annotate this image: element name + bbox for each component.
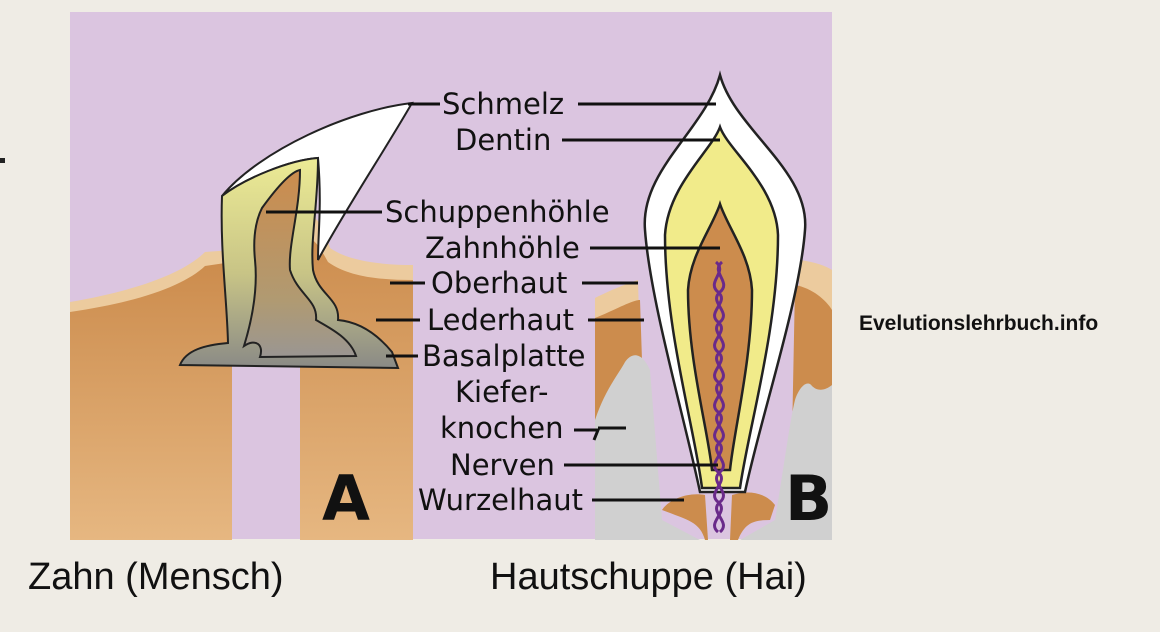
jaw-bone-left [595, 355, 700, 540]
labels: Schmelz Dentin Schuppenhöhle Zahnhöhle O… [385, 87, 610, 517]
label-wurzelhaut: Wurzelhaut [418, 483, 583, 517]
label-nerven: Nerven [450, 448, 555, 482]
dermis-a-left [70, 262, 232, 540]
label-lederhaut: Lederhaut [427, 303, 574, 337]
label-schmelz: Schmelz [442, 87, 564, 121]
label-kiefer-line1: Kiefer- [455, 375, 549, 409]
label-kiefer-line2: knochen [440, 411, 563, 445]
caption-human-tooth: Zahn (Mensch) [28, 556, 284, 598]
root-membrane-b [662, 492, 775, 540]
jaw-bone-right [740, 383, 832, 540]
leader-lines [266, 102, 720, 502]
leader-kieferknochen-1 [574, 428, 601, 441]
label-zahnhoehle: Zahnhöhle [425, 231, 580, 265]
panel-b-tooth [595, 70, 832, 540]
bullet-dot [0, 158, 5, 163]
panel-a-letter: A [322, 462, 370, 535]
label-basalplatte: Basalplatte [422, 339, 585, 373]
panel-a-scale [70, 101, 414, 540]
label-dentin: Dentin [455, 123, 551, 157]
caption-shark-scale: Hautschuppe (Hai) [490, 556, 807, 598]
watermark-text: Evelutionslehrbuch.info [859, 312, 1099, 335]
label-oberhaut: Oberhaut [431, 266, 567, 300]
panel-b-letter: B [785, 462, 832, 535]
nerve-b [712, 260, 723, 534]
pulp-cavity-a [242, 168, 358, 359]
label-schuppenhoehle: Schuppenhöhle [385, 195, 610, 229]
nerve-b-strand [715, 260, 726, 534]
